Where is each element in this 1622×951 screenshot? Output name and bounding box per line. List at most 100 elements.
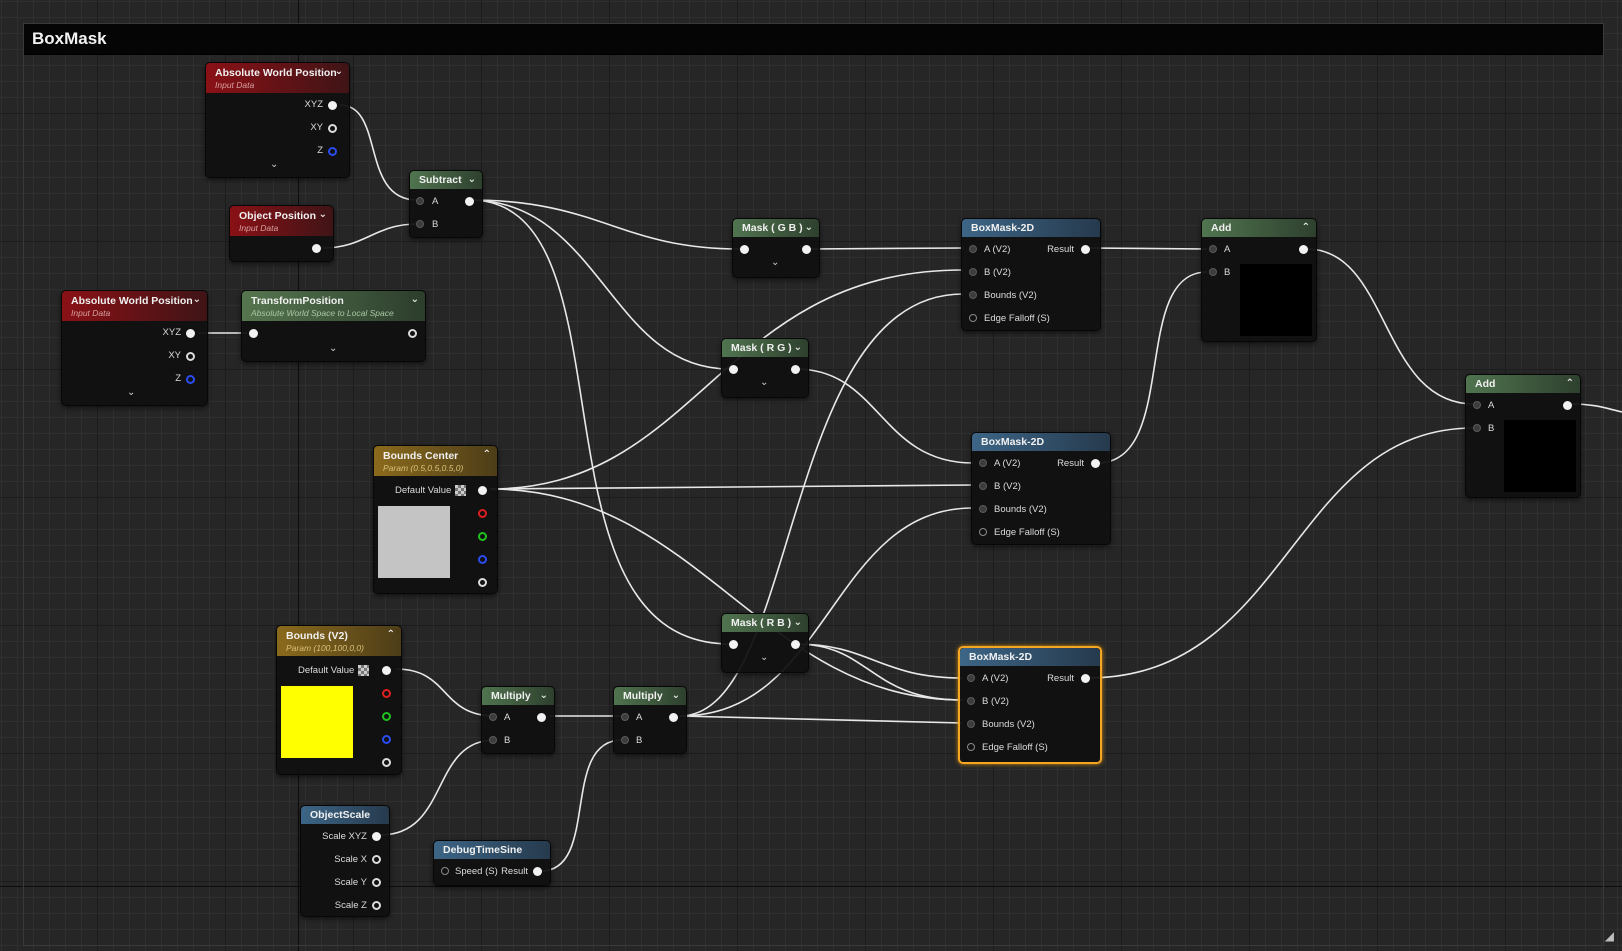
- node-header[interactable]: Bounds Center Param (0.5,0.5,0.5,0) ⌃: [374, 446, 497, 476]
- input-pin-a[interactable]: [979, 459, 987, 467]
- node-header[interactable]: Add ⌃: [1466, 375, 1580, 393]
- node-object-scale[interactable]: ObjectScale Scale XYZ Scale X Scale Y Sc…: [300, 805, 390, 917]
- output-pin[interactable]: [1299, 245, 1308, 254]
- expand-chevron-icon[interactable]: ⌄: [329, 343, 338, 354]
- node-header[interactable]: Object Position Input Data ⌄: [230, 206, 333, 236]
- input-pin-speed[interactable]: [441, 867, 449, 875]
- chevron-down-icon[interactable]: ⌄: [334, 66, 343, 77]
- node-boxmask-2d-1[interactable]: BoxMask-2D A (V2) Result B (V2) Bounds (…: [961, 218, 1101, 331]
- output-pin-xyz[interactable]: [186, 329, 195, 338]
- output-pin-result[interactable]: [1081, 674, 1090, 683]
- chevron-down-icon[interactable]: ⌄: [804, 222, 813, 233]
- output-pin-scale-xyz[interactable]: [372, 832, 381, 841]
- node-bounds-center[interactable]: Bounds Center Param (0.5,0.5,0.5,0) ⌃ De…: [373, 445, 498, 594]
- chevron-down-icon[interactable]: ⌄: [793, 617, 802, 628]
- input-pin[interactable]: [729, 640, 738, 649]
- input-pin-bounds[interactable]: [969, 291, 977, 299]
- output-pin-xy[interactable]: [328, 124, 337, 133]
- output-pin-scale-z[interactable]: [372, 901, 381, 910]
- output-pin-scale-x[interactable]: [372, 855, 381, 864]
- node-object-position[interactable]: Object Position Input Data ⌄: [229, 205, 334, 262]
- chevron-up-icon[interactable]: ⌃: [1565, 378, 1574, 389]
- node-header[interactable]: Absolute World Position Input Data ⌄: [206, 63, 349, 93]
- output-pin[interactable]: [791, 640, 800, 649]
- input-pin-edge-falloff[interactable]: [969, 314, 977, 322]
- expand-chevron-icon[interactable]: ⌄: [270, 159, 279, 170]
- chevron-up-icon[interactable]: ⌃: [1301, 222, 1310, 233]
- output-pin[interactable]: [791, 365, 800, 374]
- node-header[interactable]: TransformPosition Absolute World Space t…: [242, 291, 425, 321]
- chevron-up-icon[interactable]: ⌃: [386, 629, 395, 640]
- node-boxmask-2d-2[interactable]: BoxMask-2D A (V2) Result B (V2) Bounds (…: [971, 432, 1111, 545]
- input-pin-b[interactable]: [621, 736, 629, 744]
- expand-chevron-icon[interactable]: ⌄: [760, 652, 769, 663]
- input-pin-edge-falloff[interactable]: [967, 743, 975, 751]
- node-absolute-world-position-1[interactable]: Absolute World Position Input Data ⌄ XYZ…: [205, 62, 350, 178]
- output-pin-r[interactable]: [382, 689, 391, 698]
- node-absolute-world-position-2[interactable]: Absolute World Position Input Data ⌄ XYZ…: [61, 290, 208, 406]
- node-multiply-2[interactable]: Multiply ⌄ A B: [613, 686, 687, 754]
- node-header[interactable]: ObjectScale: [301, 806, 389, 824]
- input-pin-b[interactable]: [979, 482, 987, 490]
- output-pin-z[interactable]: [186, 375, 195, 384]
- output-pin-r[interactable]: [478, 509, 487, 518]
- output-pin-rgba[interactable]: [478, 486, 487, 495]
- input-pin-edge-falloff[interactable]: [979, 528, 987, 536]
- output-pin[interactable]: [408, 329, 417, 338]
- node-header[interactable]: Add ⌃: [1202, 219, 1316, 237]
- node-header[interactable]: Multiply ⌄: [614, 687, 686, 705]
- expand-chevron-icon[interactable]: ⌄: [127, 387, 136, 398]
- output-pin-b[interactable]: [478, 555, 487, 564]
- chevron-down-icon[interactable]: ⌄: [671, 690, 680, 701]
- output-pin-g[interactable]: [382, 712, 391, 721]
- resize-handle-icon[interactable]: ◢: [1604, 929, 1614, 943]
- output-pin-xyz[interactable]: [328, 101, 337, 110]
- node-mask-rb[interactable]: Mask ( R B ) ⌄ ⌄: [721, 613, 809, 673]
- node-header[interactable]: Mask ( R G ) ⌄: [722, 339, 808, 357]
- node-header[interactable]: BoxMask-2D: [962, 219, 1100, 237]
- node-transform-position[interactable]: TransformPosition Absolute World Space t…: [241, 290, 426, 362]
- output-pin[interactable]: [1563, 401, 1572, 410]
- expand-chevron-icon[interactable]: ⌄: [760, 377, 769, 388]
- node-boxmask-2d-3[interactable]: BoxMask-2D A (V2) Result B (V2) Bounds (…: [958, 646, 1102, 764]
- node-mask-gb[interactable]: Mask ( G B ) ⌄ ⌄: [732, 218, 820, 278]
- input-pin-a[interactable]: [1473, 401, 1481, 409]
- node-header[interactable]: Subtract ⌄: [410, 171, 482, 189]
- node-header[interactable]: BoxMask-2D: [972, 433, 1110, 451]
- node-subtract[interactable]: Subtract ⌄ A B: [409, 170, 483, 238]
- input-pin[interactable]: [740, 245, 749, 254]
- input-pin[interactable]: [729, 365, 738, 374]
- checker-icon[interactable]: [358, 665, 369, 676]
- output-pin[interactable]: [465, 197, 474, 206]
- chevron-up-icon[interactable]: ⌃: [482, 449, 491, 460]
- output-pin-scale-y[interactable]: [372, 878, 381, 887]
- output-pin-result[interactable]: [1091, 459, 1100, 468]
- input-pin-b[interactable]: [416, 220, 424, 228]
- output-pin[interactable]: [802, 245, 811, 254]
- node-debug-time-sine[interactable]: DebugTimeSine Speed (S) Result: [433, 840, 551, 886]
- output-pin[interactable]: [312, 244, 321, 253]
- node-header[interactable]: Bounds (V2) Param (100,100,0,0) ⌃: [277, 626, 401, 656]
- output-pin-result[interactable]: [1081, 245, 1090, 254]
- input-pin-a[interactable]: [969, 245, 977, 253]
- chevron-down-icon[interactable]: ⌄: [318, 209, 327, 220]
- input-pin-b[interactable]: [1209, 268, 1217, 276]
- input-pin-a[interactable]: [489, 713, 497, 721]
- input-pin-a[interactable]: [967, 674, 975, 682]
- input-pin[interactable]: [249, 329, 258, 338]
- node-multiply-1[interactable]: Multiply ⌄ A B: [481, 686, 555, 754]
- comment-box-frame[interactable]: [23, 23, 1604, 946]
- input-pin-b[interactable]: [489, 736, 497, 744]
- input-pin-bounds[interactable]: [979, 505, 987, 513]
- expand-chevron-icon[interactable]: ⌄: [771, 257, 780, 268]
- output-pin-g[interactable]: [478, 532, 487, 541]
- output-pin-a[interactable]: [478, 578, 487, 587]
- chevron-down-icon[interactable]: ⌄: [793, 342, 802, 353]
- chevron-down-icon[interactable]: ⌄: [467, 174, 476, 185]
- output-pin-result[interactable]: [533, 867, 542, 876]
- chevron-down-icon[interactable]: ⌄: [192, 294, 201, 305]
- chevron-down-icon[interactable]: ⌄: [539, 690, 548, 701]
- input-pin-b[interactable]: [967, 697, 975, 705]
- checker-icon[interactable]: [455, 485, 466, 496]
- input-pin-a[interactable]: [416, 197, 424, 205]
